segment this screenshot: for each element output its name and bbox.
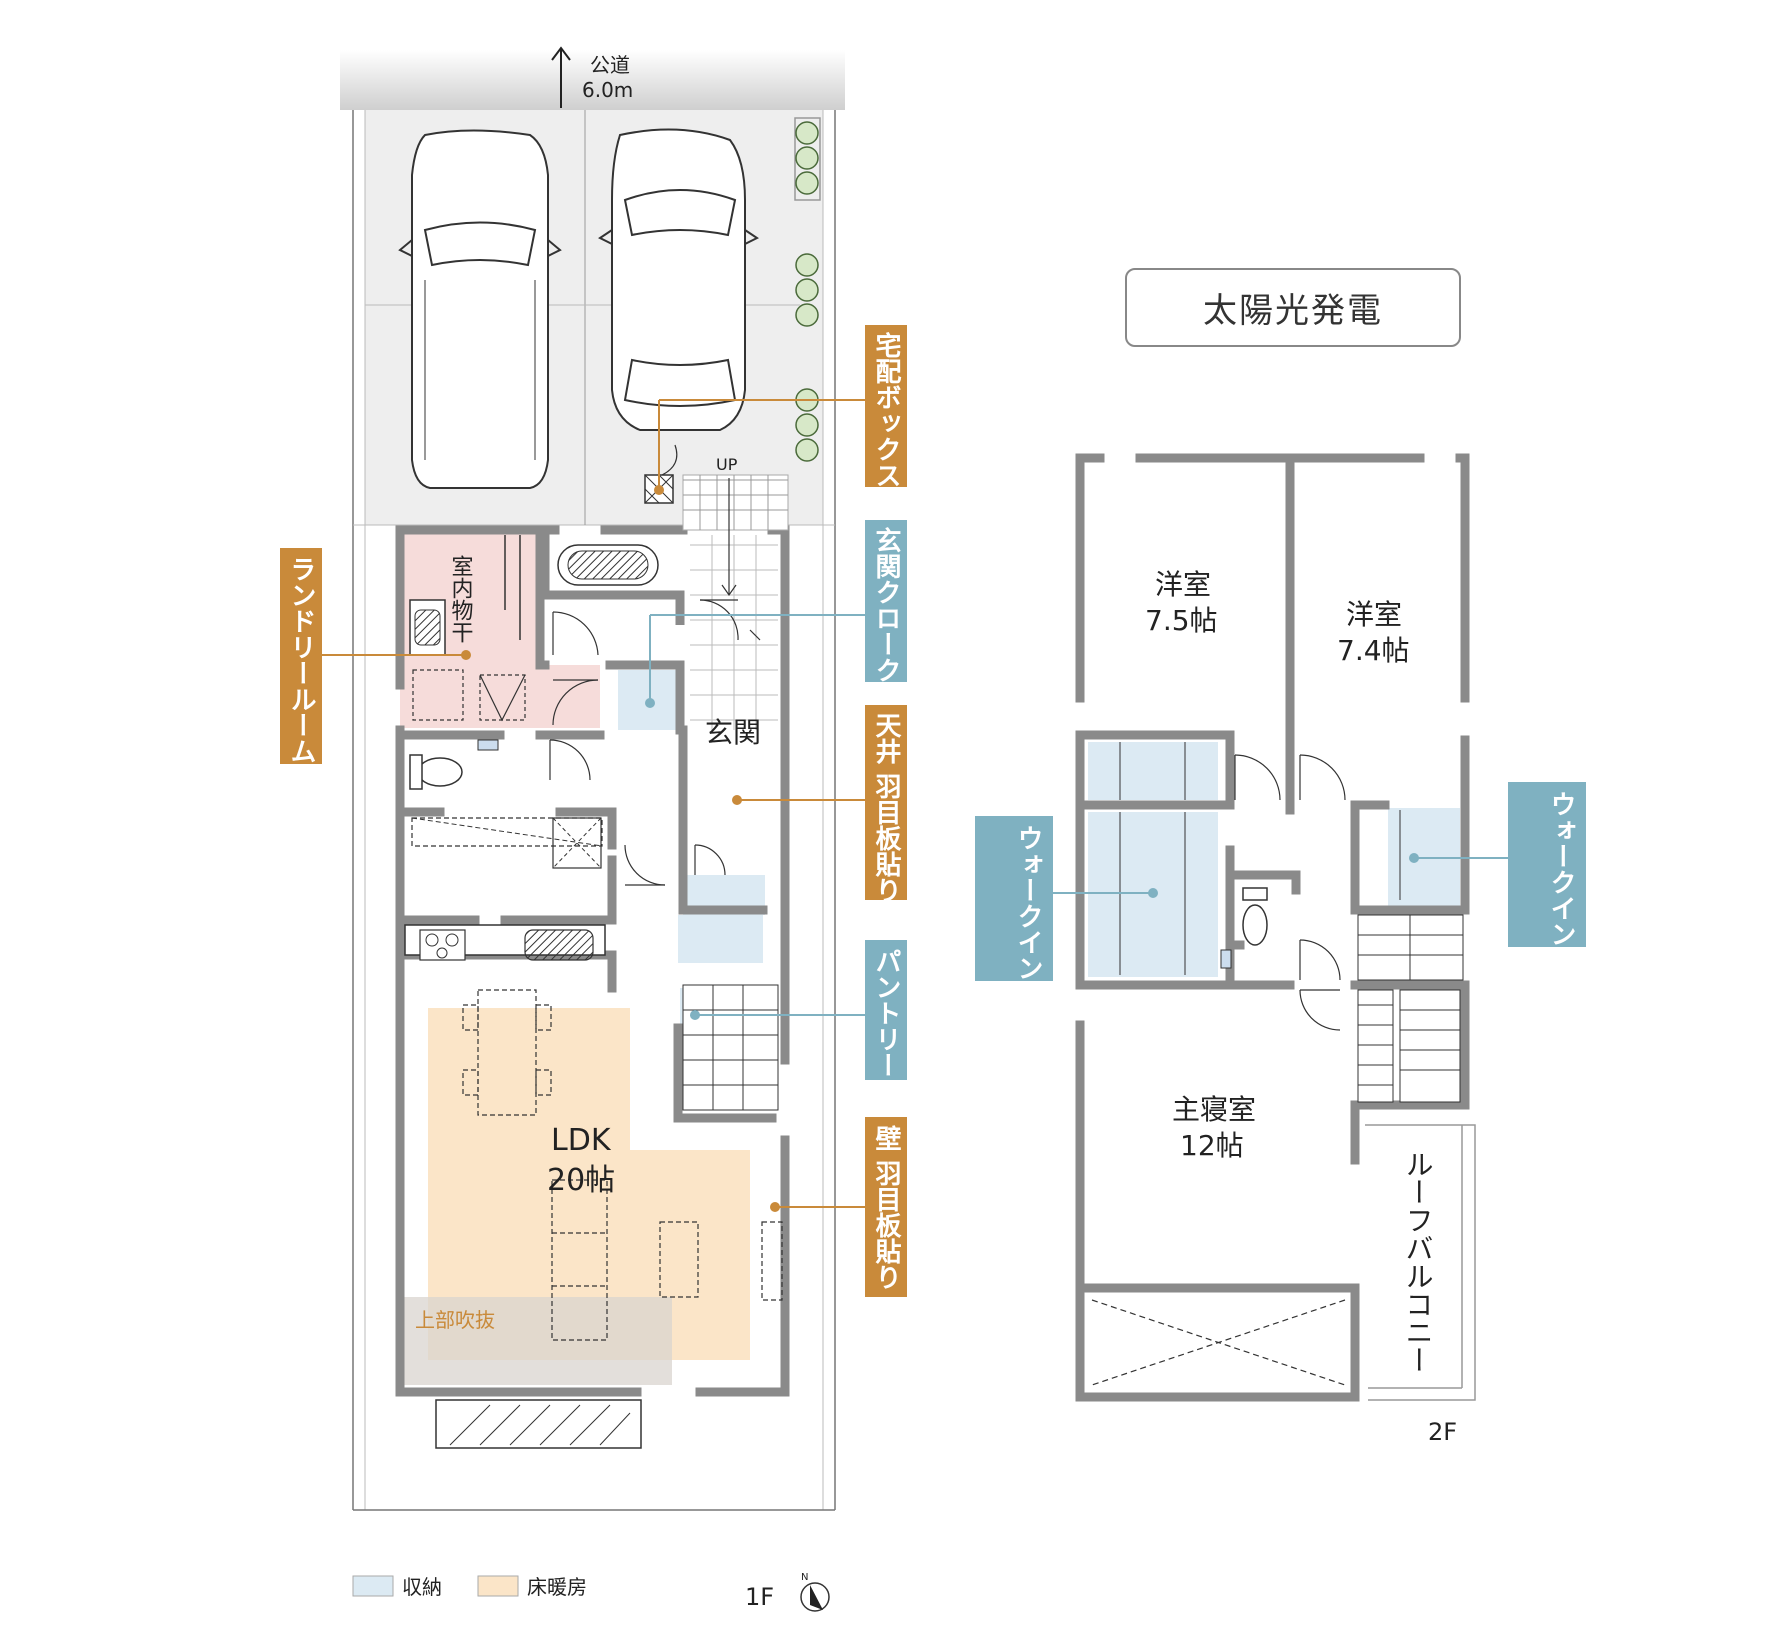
door-swings-1f — [549, 599, 761, 886]
tag-wall-board — [865, 1117, 907, 1297]
roof-balcony-label: ルーフバルコニー — [1402, 1150, 1435, 1374]
tag-ceiling-board-text: 天井 羽目板貼り — [871, 712, 901, 903]
western1-size: 7.5帖 — [1145, 604, 1218, 637]
drying-room-label: 室内物干 — [448, 555, 474, 643]
tag-laundry-room — [280, 548, 322, 764]
terrace — [435, 1399, 642, 1449]
laundry-room-area — [400, 530, 600, 728]
floor2-walls — [1075, 453, 1470, 1402]
open-ceiling-label: 上部吹抜 — [415, 1308, 495, 1332]
void-2f — [1091, 1299, 1346, 1386]
entrance-tiles — [690, 535, 778, 730]
toilet-icon — [417, 757, 463, 787]
storage-cabinet-icon — [411, 817, 603, 847]
road-band — [340, 50, 845, 110]
legend-storage-label: 収納 — [402, 1575, 442, 1599]
stair-1f — [682, 984, 779, 1111]
up-label: UP — [716, 455, 738, 474]
tag-delivery-box-text: 宅配ボックス — [871, 331, 901, 488]
toilet-2f-icon — [1242, 904, 1268, 946]
legend-heating-swatch — [477, 1575, 519, 1597]
ldk-size: 20帖 — [547, 1163, 615, 1198]
tag-pantry-text: パントリー — [871, 948, 901, 1078]
floor1-label: 1F — [745, 1583, 774, 1611]
kitchen-sink-icon — [524, 929, 594, 961]
shrubs — [794, 117, 821, 462]
western2-size: 7.4帖 — [1337, 634, 1410, 667]
storage-pantry-1 — [678, 915, 763, 963]
tag-laundry-room-text: ランドリールーム — [286, 556, 316, 764]
tag-pantry — [865, 940, 907, 1080]
tag-wall-board-text: 壁 羽目板貼り — [871, 1124, 901, 1290]
dining-table-icon — [462, 989, 552, 1116]
entrance-steps — [682, 474, 789, 531]
tag-ceiling-board — [865, 705, 907, 900]
car-icon — [598, 128, 759, 431]
fridge-icon — [552, 817, 602, 869]
tag-entrance-cloak — [865, 520, 907, 682]
tag-entrance-cloak-text: 玄関クローク — [871, 526, 901, 683]
open-ceiling-area — [400, 1297, 672, 1385]
western1-name: 洋室 — [1155, 568, 1211, 601]
master-size: 12帖 — [1180, 1129, 1244, 1162]
sofa-icon — [551, 1179, 699, 1341]
door-swings-2f — [1234, 754, 1346, 1031]
stair-2f — [1357, 914, 1464, 1103]
legend-storage-swatch — [352, 1575, 394, 1597]
floor2-label: 2F — [1428, 1418, 1457, 1446]
compass-north: N — [801, 1572, 808, 1583]
tag-wic-left — [975, 816, 1053, 981]
car-icon — [398, 129, 562, 489]
stove-icon — [419, 929, 466, 961]
floor-heating-area — [428, 1008, 750, 1360]
tag-wic-right — [1508, 782, 1586, 947]
master-name: 主寝室 — [1172, 1093, 1256, 1126]
road-width: 6.0m — [582, 78, 633, 102]
tag-delivery-box — [865, 325, 907, 487]
tv-board — [761, 1221, 783, 1301]
washer-icon — [412, 669, 464, 721]
solar-power-badge: 太陽光発電 — [1125, 268, 1461, 347]
tag-wic-left-text: ウォークインクローゼット — [1013, 825, 1043, 1137]
entrance-label: 玄関 — [705, 716, 761, 749]
road-label: 公道 — [590, 53, 630, 77]
legend-heating-label: 床暖房 — [527, 1575, 587, 1599]
ldk-name: LDK — [551, 1123, 612, 1158]
western2-name: 洋室 — [1346, 598, 1402, 631]
tag-wic-right-text: ウォークインクローゼット — [1546, 791, 1576, 1103]
storage-wic-left-top — [1088, 742, 1218, 800]
